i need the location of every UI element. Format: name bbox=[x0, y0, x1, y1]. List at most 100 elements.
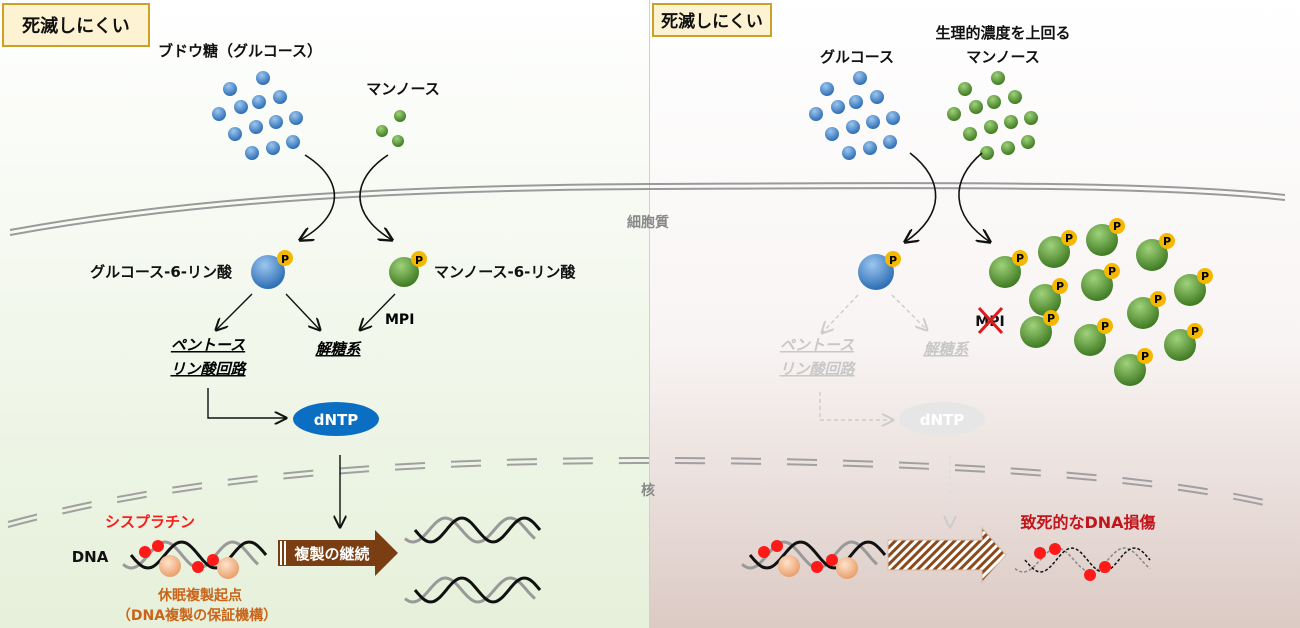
mannose-molecule bbox=[392, 135, 404, 147]
cisplatin-label: シスプラチン bbox=[105, 513, 195, 531]
lethal-dna-damage-label: 致死的なDNA損傷 bbox=[1020, 513, 1155, 532]
phosphate-label: P bbox=[1191, 325, 1199, 338]
phosphate-badge: P bbox=[415, 254, 423, 267]
glucose-molecule bbox=[245, 146, 259, 160]
phosphate-label: P bbox=[1056, 280, 1064, 293]
cell-membrane bbox=[9, 182, 1286, 236]
mannose-molecule bbox=[991, 71, 1005, 85]
dna-strand bbox=[404, 516, 536, 544]
glucose-molecule bbox=[266, 141, 280, 155]
replication-continues-arrow: 複製の継続 bbox=[278, 530, 398, 576]
nucleus-label: 核 bbox=[641, 482, 655, 499]
mannose-molecules-excess bbox=[947, 71, 1038, 160]
cisplatin-adduct bbox=[758, 546, 770, 558]
mannose-molecule bbox=[1008, 90, 1022, 104]
glucose-molecule bbox=[825, 127, 839, 141]
mannose-6-phosphate bbox=[1029, 284, 1061, 316]
phosphate-label: P bbox=[1201, 270, 1209, 283]
arrow-to-ppp bbox=[216, 293, 253, 330]
phosphate-badge bbox=[1159, 233, 1175, 249]
mannose-molecule bbox=[980, 146, 994, 160]
left-panel-background bbox=[0, 0, 649, 628]
cisplatin-adduct bbox=[1034, 547, 1046, 559]
cisplatin-adduct bbox=[1084, 569, 1096, 581]
phosphate-badge bbox=[1043, 310, 1059, 326]
dna-strand bbox=[404, 576, 536, 604]
mannose-6-phosphate bbox=[1086, 224, 1118, 256]
dntp-node: dNTP bbox=[293, 402, 379, 436]
mannose-6-phosphate bbox=[1038, 236, 1070, 268]
mannose-6-phosphate bbox=[1020, 316, 1052, 348]
phosphate-label: P bbox=[1047, 312, 1055, 325]
dna-label: DNA bbox=[72, 548, 109, 566]
glucose-molecule bbox=[846, 120, 860, 134]
cisplatin-damaged-dna bbox=[741, 540, 887, 579]
phosphate-label: P bbox=[1141, 350, 1149, 363]
dna-strand bbox=[122, 540, 260, 570]
glucose-molecule bbox=[289, 111, 303, 125]
phosphate-badge: P bbox=[889, 254, 897, 267]
mannose-molecules bbox=[376, 110, 406, 147]
phosphate-badge bbox=[1109, 218, 1125, 234]
mannose-6-phosphate: P bbox=[389, 251, 427, 287]
glucose-molecule bbox=[870, 90, 884, 104]
right-mannose-uptake-arrow bbox=[958, 152, 990, 242]
left-badge-text: 死滅しにくい bbox=[22, 15, 130, 37]
dormant-origin-label: 休眠複製起点 bbox=[157, 587, 242, 604]
glucose-molecule bbox=[866, 115, 880, 129]
phosphate-badge bbox=[1137, 348, 1153, 364]
mannose-molecule bbox=[1024, 111, 1038, 125]
phosphate-badge bbox=[1052, 278, 1068, 294]
dntp-label: dNTP bbox=[314, 411, 359, 429]
dormant-origin bbox=[778, 555, 800, 577]
mannose-molecule bbox=[1001, 141, 1015, 155]
mannose-molecule bbox=[1004, 115, 1018, 129]
phosphate-badge bbox=[1197, 268, 1213, 284]
mannose-molecule bbox=[947, 107, 961, 121]
right-glucose-6-phosphate: P bbox=[858, 251, 901, 290]
phosphate-badge bbox=[1150, 291, 1166, 307]
faded-ppp-line2: リン酸回路 bbox=[779, 360, 856, 378]
right-mannose-title-line1: 生理的濃度を上回る bbox=[935, 24, 1070, 42]
mannose-6-phosphate bbox=[1136, 239, 1168, 271]
glucose-molecule bbox=[273, 90, 287, 104]
glucose-molecule bbox=[228, 127, 242, 141]
glucose-molecule bbox=[809, 107, 823, 121]
phosphate-label: P bbox=[1108, 265, 1116, 278]
faded-arrow-to-ppp bbox=[822, 294, 859, 333]
dna-strand bbox=[741, 540, 879, 570]
phosphate-label: P bbox=[1163, 235, 1171, 248]
phosphate-label: P bbox=[1065, 232, 1073, 245]
cisplatin-adduct bbox=[771, 540, 783, 552]
glucose-molecule bbox=[831, 100, 845, 114]
mannose-6-phosphate bbox=[1081, 269, 1113, 301]
mannose-6-phosphate bbox=[1164, 329, 1196, 361]
cisplatin-adduct bbox=[1099, 561, 1111, 573]
glucose-molecule bbox=[269, 115, 283, 129]
blocked-replication-arrow bbox=[887, 526, 1007, 584]
m6p-label: マンノース-6-リン酸 bbox=[434, 263, 576, 281]
faded-arrow-to-glycolysis bbox=[891, 294, 927, 330]
replication-continues-label: 複製の継続 bbox=[293, 545, 369, 563]
phosphate-badge bbox=[1061, 230, 1077, 246]
broken-dna-strand bbox=[1024, 547, 1151, 573]
glucose-molecule bbox=[853, 71, 867, 85]
mannose-molecule bbox=[963, 127, 977, 141]
faded-ppp-to-dntp-arrow bbox=[819, 392, 893, 420]
cisplatin-adduct bbox=[152, 540, 164, 552]
mannose-molecule bbox=[969, 100, 983, 114]
mannose-6-phosphate bbox=[1074, 324, 1106, 356]
dna-strand bbox=[129, 540, 268, 570]
right-mannose-title-line2: マンノース bbox=[966, 48, 1040, 66]
right-badge-text: 死滅しにくい bbox=[661, 11, 763, 32]
broken-dna bbox=[1014, 543, 1151, 581]
dna-strand bbox=[413, 516, 542, 544]
mannose-uptake-arrow bbox=[359, 154, 392, 240]
glucose-molecule bbox=[849, 95, 863, 109]
right-badge: 死滅しにくい bbox=[652, 3, 772, 37]
mannose-6-phosphate bbox=[1127, 297, 1159, 329]
phosphate-badge bbox=[1187, 323, 1203, 339]
phosphate-badge bbox=[1104, 263, 1120, 279]
glucose-molecules bbox=[212, 71, 303, 160]
